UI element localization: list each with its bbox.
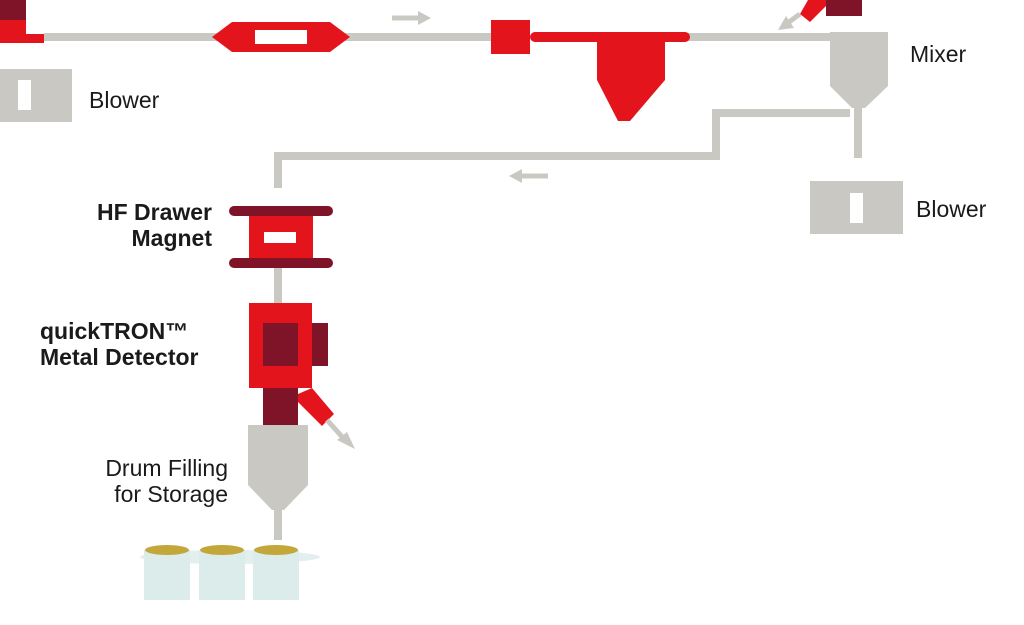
arrow-icon bbox=[509, 169, 548, 183]
blower-left bbox=[0, 69, 72, 122]
hf-drawer-magnet-label-line1: HF Drawer bbox=[96, 199, 212, 225]
mixer-label: Mixer bbox=[910, 41, 967, 67]
metal-detector-label: quickTRON™ Metal Detector bbox=[40, 318, 198, 370]
return-pipe bbox=[274, 109, 850, 188]
metal-detector-label-line1: quickTRON™ bbox=[40, 318, 189, 344]
drum-filling-hopper bbox=[248, 425, 308, 540]
top-right-unit bbox=[778, 0, 862, 30]
red-hopper-unit bbox=[491, 20, 690, 121]
drum-filling-label-line1: Drum Filling bbox=[105, 455, 228, 481]
hf-drawer-magnet bbox=[229, 206, 333, 268]
blower-left-label: Blower bbox=[89, 87, 160, 113]
blower-right bbox=[810, 181, 903, 234]
blower-right-label: Blower bbox=[916, 196, 987, 222]
top-left-unit bbox=[0, 0, 44, 43]
metal-detector-label-line2: Metal Detector bbox=[40, 344, 199, 370]
drum-filling-label-line2: for Storage bbox=[114, 481, 228, 507]
mixer bbox=[830, 32, 888, 158]
arrow-icon bbox=[337, 432, 355, 449]
storage-drums bbox=[140, 545, 320, 600]
inline-filter bbox=[212, 22, 350, 52]
arrow-icon bbox=[392, 11, 431, 25]
drum-filling-label: Drum Filling for Storage bbox=[105, 455, 228, 507]
metal-detector bbox=[249, 303, 347, 442]
hf-drawer-magnet-label: HF Drawer Magnet bbox=[97, 199, 212, 251]
hf-drawer-magnet-label-line2: Magnet bbox=[131, 225, 213, 251]
